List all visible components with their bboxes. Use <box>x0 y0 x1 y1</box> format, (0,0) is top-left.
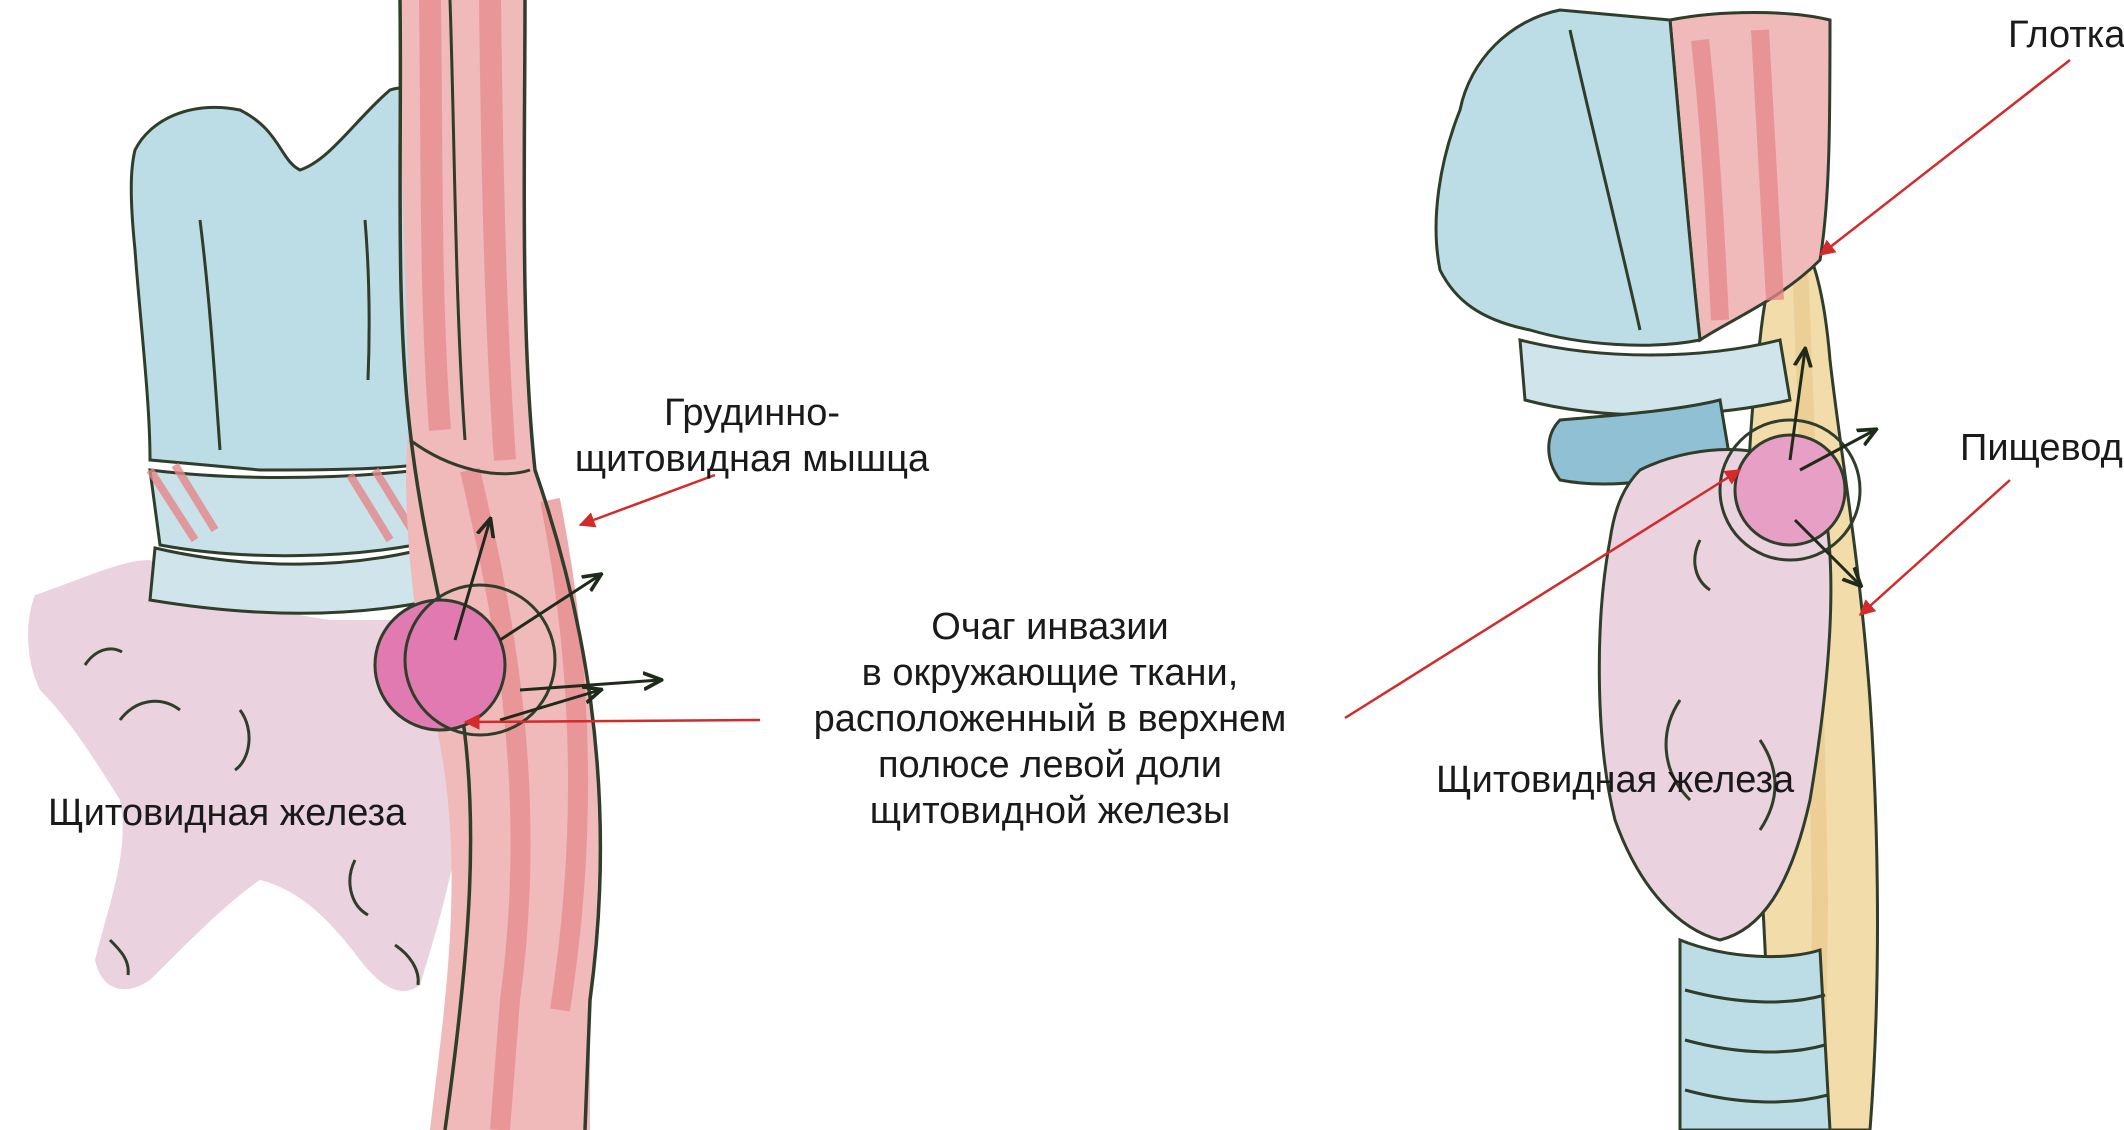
label-pharynx: Глотка <box>2008 14 2124 56</box>
cricoid-left-shape <box>148 468 442 558</box>
label-line: щитовидная мышца <box>574 438 930 480</box>
label-line: расположенный в верхнем <box>813 698 1287 740</box>
label-invasion-focus: Очаг инвазии в окружающие ткани, располо… <box>780 604 1320 834</box>
label-line: Грудинно- <box>663 392 841 434</box>
arrow-focus-right <box>1344 468 1742 720</box>
arrow-sternothyroid <box>578 473 716 528</box>
right-figure <box>1434 8 1877 1130</box>
label-line: щитовидной железы <box>869 790 1231 832</box>
tumor-focus-right <box>1733 433 1847 547</box>
label-esophagus: Пищевод <box>1960 427 2123 469</box>
tumor-focus-left <box>373 598 507 732</box>
label-line: в окружающие ткани, <box>861 652 1239 694</box>
arrow-pharynx <box>1818 59 2071 256</box>
label-line: Очаг инвазии <box>931 606 1169 648</box>
label-thyroid-left: Щитовидная железа <box>48 792 407 834</box>
arrow-esophagus <box>1859 479 2011 616</box>
callout-arrows <box>463 59 2071 730</box>
label-thyroid-right: Щитовидная железа <box>1436 759 1795 801</box>
label-line: полюсе левой доли <box>877 744 1223 786</box>
label-sternothyroid-muscle: Грудинно- щитовидная мышца <box>572 390 932 482</box>
cartilage-right-shape <box>1434 8 1702 347</box>
arrow-focus-left <box>463 713 761 730</box>
left-figure <box>28 0 660 1130</box>
thyroid-left-shape <box>28 560 471 991</box>
